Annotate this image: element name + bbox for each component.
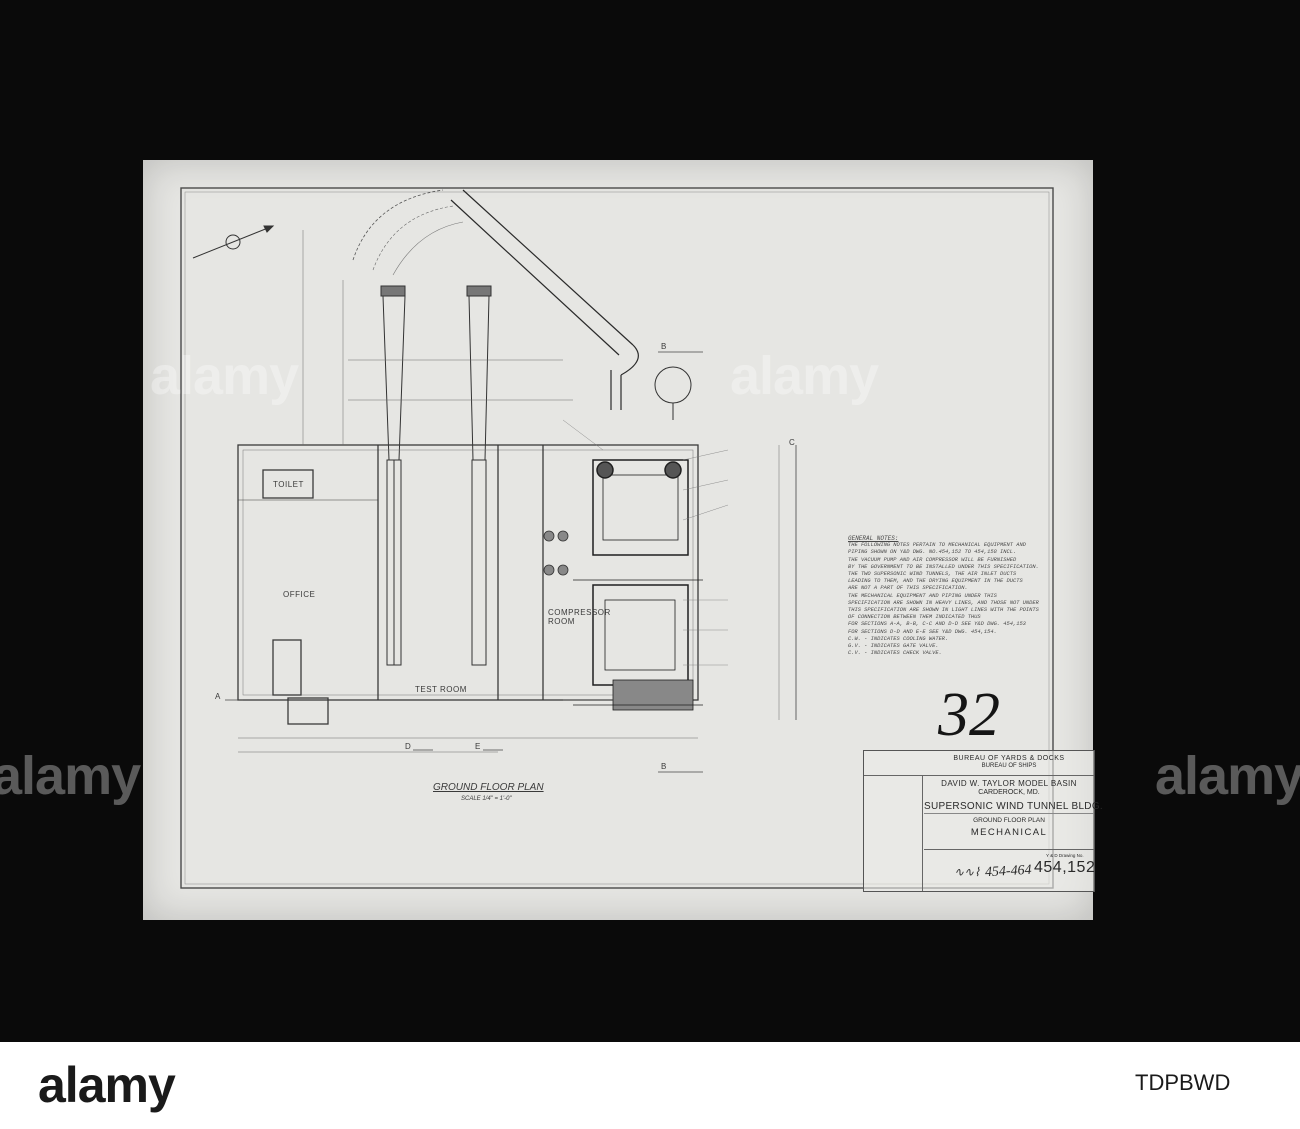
title-block-location: CARDEROCK, MD. [978, 789, 1040, 796]
general-note-line: THE VACUUM PUMP AND AIR COMPRESSOR WILL … [848, 556, 1017, 563]
section-lines [225, 351, 797, 773]
title-block-divider [924, 813, 1094, 814]
section-mark-a: A [215, 692, 221, 701]
title-block-divider [924, 849, 1094, 850]
room-label-compressor-room: COMPRESSOR ROOM [548, 608, 611, 626]
title-block-department: BUREAU OF YARDS & DOCKS [953, 755, 1065, 762]
watermark: alamy [730, 346, 879, 406]
wind-tunnel-2 [466, 285, 492, 666]
compressor-equipment [573, 459, 703, 711]
approval-signature: ∿∿⌇ [954, 865, 980, 879]
sheet-number: 32 [938, 681, 1000, 749]
wind-tunnel-1 [380, 285, 406, 666]
sheet-border [180, 187, 1054, 889]
general-note-line: THIS SPECIFICATION ARE SHOWN IN LIGHT LI… [848, 607, 1039, 614]
section-mark-b-top: B [661, 342, 667, 351]
section-mark-e: E [475, 742, 481, 751]
watermark: alamy [0, 746, 141, 806]
title-block-building: SUPERSONIC WIND TUNNEL BLDG. [924, 801, 1103, 812]
plan-title: GROUND FLOOR PLAN [433, 782, 544, 793]
section-mark-c: C [789, 438, 796, 447]
handwritten-number: 454-464 [984, 862, 1033, 881]
building-walls [237, 444, 699, 725]
general-note-line: OF CONNECTION BETWEEN THEM INDICATED THU… [848, 614, 981, 621]
watermark: alamy [1155, 746, 1300, 806]
title-block-header [864, 751, 1094, 776]
room-label-test-room: TEST ROOM [415, 685, 467, 694]
general-note-line: FOR SECTIONS D-D AND E-E SEE Y&D DWG. 45… [848, 628, 997, 635]
general-note-line: THE MECHANICAL EQUIPMENT AND PIPING UNDE… [848, 592, 997, 599]
plan-scale: SCALE 1/4" = 1'-0" [461, 796, 512, 802]
title-block-sheet-title: GROUND FLOOR PLAN [973, 817, 1045, 824]
watermark: alamy [150, 346, 299, 406]
general-note-line: PIPING SHOWN ON Y&D DWG. NO.454,152 TO 4… [848, 549, 1017, 556]
stock-image-id: TDPBWD [1135, 1070, 1231, 1095]
general-notes-heading: GENERAL NOTES: [848, 535, 899, 542]
general-note-line: C.V. - INDICATES CHECK VALVE. [848, 650, 942, 657]
general-note-line: THE TWO SUPERSONIC WIND TUNNELS, THE AIR… [848, 571, 1017, 578]
stock-logo[interactable]: alamy [38, 1057, 176, 1113]
sheet-inner-border [184, 191, 1050, 885]
general-note-line: ARE NOT A PART OF THIS SPECIFICATION. [848, 585, 968, 592]
diagonal-pipe [450, 189, 639, 410]
room-label-office: OFFICE [283, 590, 316, 599]
north-arrow [192, 225, 275, 259]
title-block-signatures [864, 775, 923, 891]
general-note-line: LEADING TO THEM, AND THE DRYING EQUIPMEN… [848, 578, 1023, 585]
photo-frame: TOILET OFFICE TEST ROOM COMPRESSOR ROOM … [0, 0, 1300, 1042]
stock-footer: alamy TDPBWD [0, 1042, 1300, 1129]
general-note-line: THE FOLLOWING NOTES PERTAIN TO MECHANICA… [848, 542, 1026, 549]
title-block: BUREAU OF YARDS & DOCKS BUREAU OF SHIPS … [863, 750, 1103, 892]
small-tanks [543, 530, 569, 576]
title-block-facility: DAVID W. TAYLOR MODEL BASIN [941, 779, 1077, 788]
drawing-number: 454,152 [1034, 859, 1096, 876]
title-block-bureau: BUREAU OF SHIPS [981, 763, 1037, 769]
section-mark-d: D [405, 742, 412, 751]
general-note-line: C.W. - INDICATES COOLING WATER. [848, 635, 949, 642]
general-note-line: FOR SECTIONS A-A, B-B, C-C AND D-D SEE Y… [848, 621, 1026, 628]
general-note-line: BY THE GOVERNMENT TO BE INSTALLED UNDER … [848, 563, 1039, 570]
duct-arc [352, 189, 444, 261]
title-block-discipline: MECHANICAL [970, 827, 1048, 838]
section-mark-b-bottom: B [661, 762, 667, 771]
general-note-line: SPECIFICATION ARE SHOWN IN HEAVY LINES, … [848, 599, 1039, 606]
air-receiver [654, 366, 692, 420]
leader-lines [562, 419, 729, 701]
general-note-line: G.V. - INDICATES GATE VALVE. [848, 643, 939, 650]
drawing-number-label: Y & D Drawing No. [1046, 853, 1084, 858]
general-notes: GENERAL NOTES: THE FOLLOWING NOTES PERTA… [848, 535, 1058, 657]
dimension-lines [238, 230, 780, 753]
floor-plan-drawing [180, 187, 1054, 889]
room-label-toilet: TOILET [273, 480, 304, 489]
drawing-sheet: TOILET OFFICE TEST ROOM COMPRESSOR ROOM … [143, 160, 1103, 920]
